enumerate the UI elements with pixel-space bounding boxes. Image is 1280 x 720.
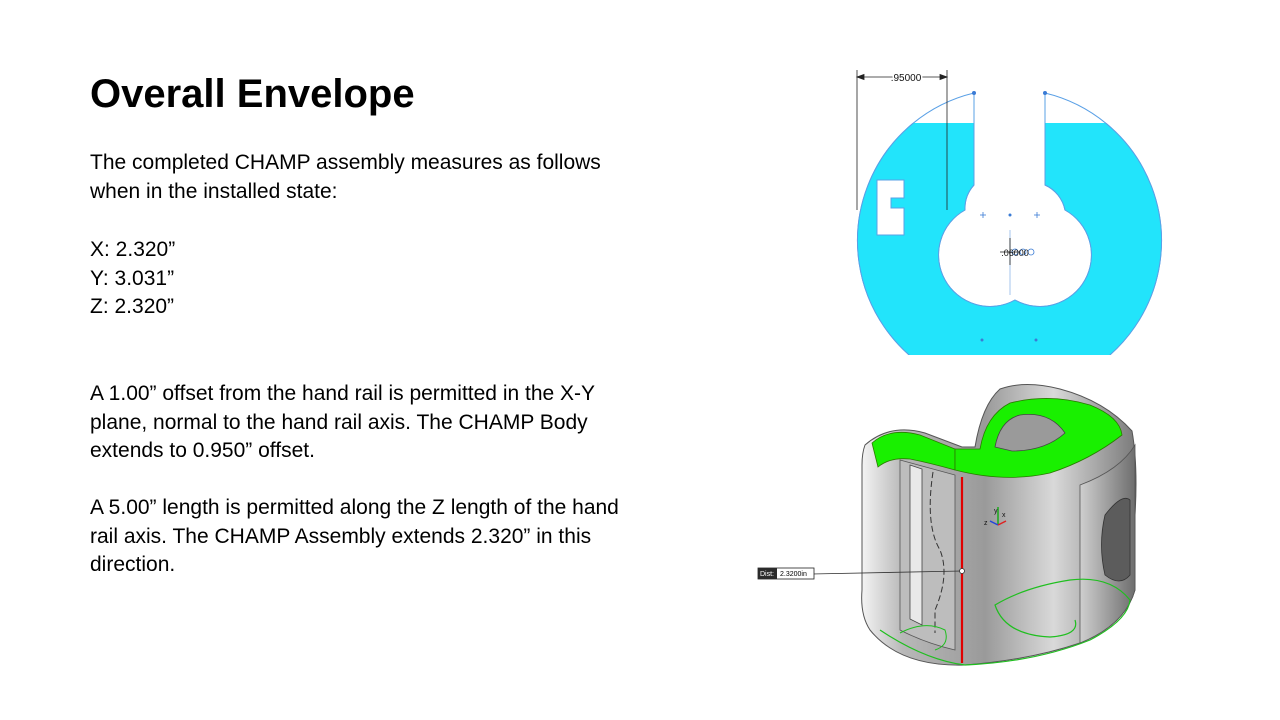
svg-text:y: y [994,508,998,515]
offset-paragraph: A 1.00” offset from the hand rail is per… [90,380,635,466]
cad-sketch-figure: .95000 .06000 [855,70,1162,355]
measure-value: 2.3200in [780,571,807,578]
model-top-face-front [871,431,956,471]
offset-dimension-label: .95000 [891,73,922,84]
model-front-slot [899,459,956,651]
model-bottom-outline [879,578,1131,666]
length-paragraph: A 5.00” length is permitted along the Z … [90,494,635,580]
sketch-points [972,91,1047,342]
sketch-section-fill [857,123,1162,355]
center-dimension-label: .06000 [1001,248,1029,258]
model-side-hole [1101,497,1131,582]
length-text: A 5.00” length is permitted along the Z … [90,496,619,576]
intro-text: The completed CHAMP assembly measures as… [90,151,601,203]
dimension-x: X: 2.320” [90,238,176,261]
svg-text:x: x [1002,512,1006,519]
measure-label: Dist: [760,571,774,578]
dimension-list: X: 2.320” Y: 3.031” Z: 2.320” [90,236,635,322]
dimension-y: Y: 3.031” [90,266,175,290]
intro-paragraph: The completed CHAMP assembly measures as… [90,149,635,206]
offset-dimension [855,70,949,210]
offset-text: A 1.00” offset from the hand rail is per… [90,382,595,462]
sketch-side-notch [876,179,905,236]
axis-triad: y z x [984,507,1007,527]
cad-3d-model-figure: Dist: 2.3200in y z x [757,384,1137,666]
slide-title: Overall Envelope [90,72,415,116]
measure-leader [811,570,963,575]
center-dimension [1000,238,1035,265]
svg-text:z: z [984,520,988,527]
dimension-z: Z: 2.320” [90,295,175,318]
